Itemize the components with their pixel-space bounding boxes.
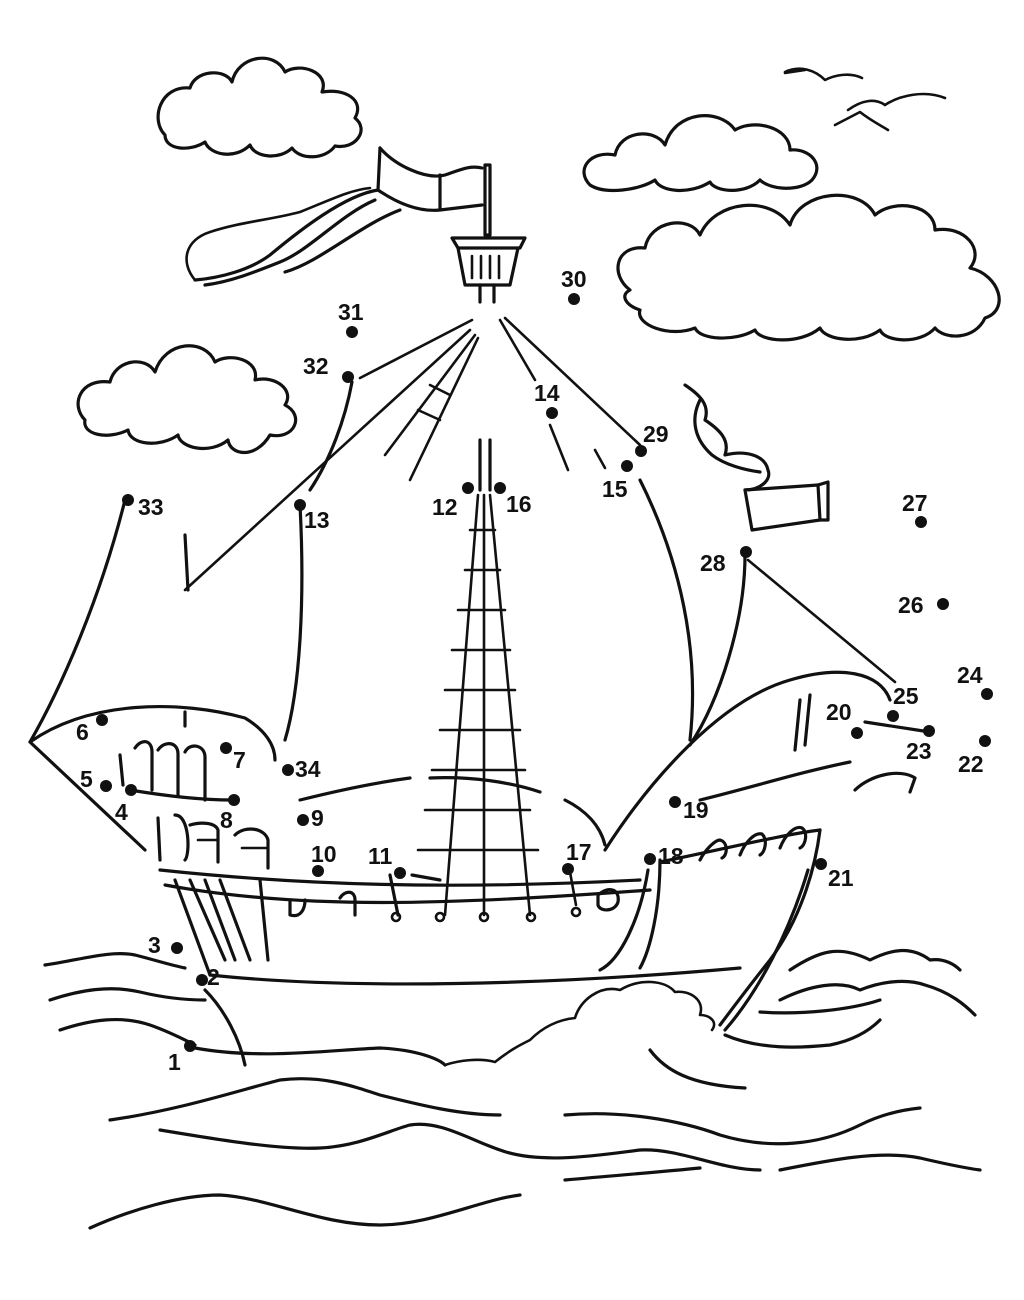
dot-7: 7 <box>220 742 246 773</box>
svg-text:33: 33 <box>138 494 164 520</box>
dot-32: 32 <box>303 353 354 383</box>
dot-13: 13 <box>294 499 330 533</box>
dot-12: 12 <box>432 482 474 520</box>
cloud-right-large <box>616 193 1001 342</box>
svg-text:34: 34 <box>295 756 321 782</box>
top-pennant-flag <box>185 146 492 287</box>
svg-text:6: 6 <box>76 719 89 745</box>
svg-text:14: 14 <box>534 380 560 406</box>
rigging-lines <box>183 316 642 592</box>
svg-text:21: 21 <box>828 865 854 891</box>
dot-20: 20 <box>826 699 863 739</box>
dot-31: 31 <box>338 299 364 338</box>
svg-text:16: 16 <box>506 491 532 517</box>
svg-text:29: 29 <box>643 421 669 447</box>
cloud-middle-left <box>76 344 298 454</box>
ship-hull <box>118 740 822 1067</box>
svg-text:24: 24 <box>957 662 983 688</box>
dot-2: 2 <box>196 964 220 990</box>
svg-text:4: 4 <box>115 799 128 825</box>
svg-text:26: 26 <box>898 592 924 618</box>
svg-text:13: 13 <box>304 507 330 533</box>
dot-27: 27 <box>902 490 928 528</box>
dot-24: 24 <box>957 662 993 700</box>
svg-text:7: 7 <box>233 747 246 773</box>
svg-text:28: 28 <box>700 550 726 576</box>
right-sail <box>603 478 932 852</box>
dot-28: 28 <box>700 546 752 576</box>
svg-text:18: 18 <box>658 843 684 869</box>
numbered-dots: 1 2 3 4 5 6 7 8 9 10 11 12 13 14 15 16 1… <box>76 266 993 1075</box>
dot-26: 26 <box>898 592 949 618</box>
dot-23: 23 <box>906 725 935 764</box>
svg-text:27: 27 <box>902 490 928 516</box>
svg-text:15: 15 <box>602 476 628 502</box>
crows-nest <box>450 236 527 304</box>
dot-14: 14 <box>534 380 560 419</box>
dot-22: 22 <box>958 735 991 777</box>
dot-25: 25 <box>887 683 919 722</box>
sea-waves <box>43 948 982 1230</box>
svg-text:19: 19 <box>683 797 709 823</box>
svg-text:31: 31 <box>338 299 364 325</box>
seagull-birds <box>783 67 947 132</box>
dot-1: 1 <box>168 1040 196 1075</box>
dot-11: 11 <box>368 843 406 879</box>
svg-text:12: 12 <box>432 494 458 520</box>
svg-text:32: 32 <box>303 353 329 379</box>
dot-5: 5 <box>80 766 112 792</box>
dot-19: 19 <box>669 796 709 823</box>
svg-text:10: 10 <box>311 841 337 867</box>
dot-30: 30 <box>561 266 587 305</box>
dot-34: 34 <box>282 756 321 782</box>
svg-text:17: 17 <box>566 839 592 865</box>
svg-text:1: 1 <box>168 1049 181 1075</box>
dot-29: 29 <box>635 421 669 457</box>
stern-pennant-flag <box>683 383 830 532</box>
dot-6: 6 <box>76 714 108 745</box>
svg-text:9: 9 <box>311 805 324 831</box>
svg-text:8: 8 <box>220 807 233 833</box>
cloud-right-upper <box>582 114 819 193</box>
svg-text:3: 3 <box>148 932 161 958</box>
svg-text:20: 20 <box>826 699 852 725</box>
dot-10: 10 <box>311 841 337 877</box>
dot-33: 33 <box>122 494 164 520</box>
svg-text:22: 22 <box>958 751 984 777</box>
dot-18: 18 <box>644 843 684 869</box>
dot-9: 9 <box>297 805 324 831</box>
dot-15: 15 <box>602 460 633 502</box>
svg-text:2: 2 <box>207 964 220 990</box>
dot-16: 16 <box>494 482 532 517</box>
svg-text:5: 5 <box>80 766 93 792</box>
svg-text:11: 11 <box>368 843 393 869</box>
dot-21: 21 <box>815 858 854 891</box>
dot-17: 17 <box>562 839 592 875</box>
main-mast-and-ratlines <box>298 438 607 923</box>
cloud-top-left <box>156 56 363 159</box>
svg-text:23: 23 <box>906 738 932 764</box>
svg-text:30: 30 <box>561 266 587 292</box>
svg-text:25: 25 <box>893 683 919 709</box>
dot-3: 3 <box>148 932 183 958</box>
dot-4: 4 <box>115 784 137 825</box>
dot-8: 8 <box>220 794 240 833</box>
left-sail <box>28 380 354 852</box>
